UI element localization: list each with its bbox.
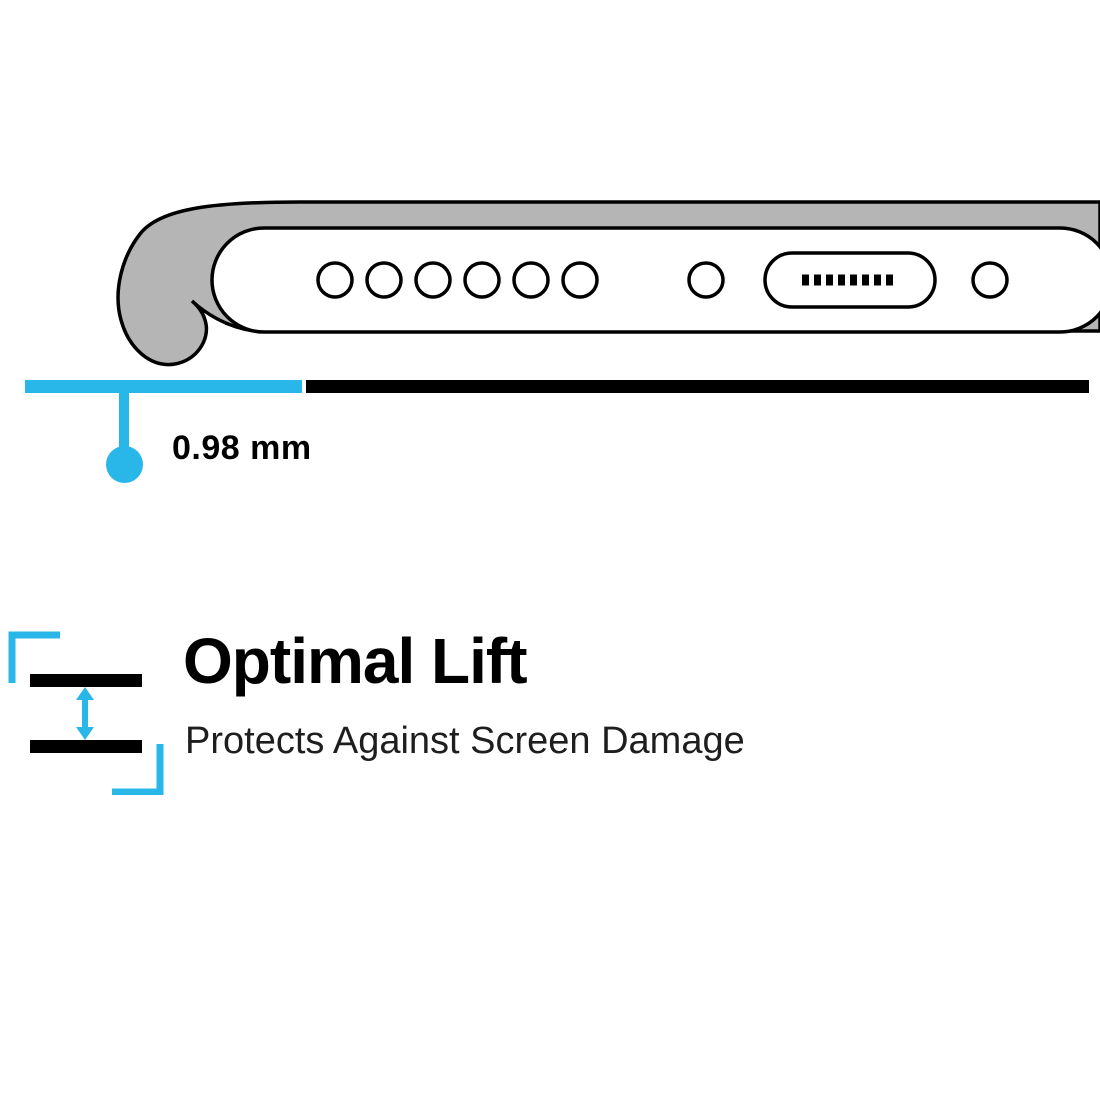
charging-port-icon (763, 251, 937, 309)
bracket-bottom-right-icon (112, 744, 164, 795)
double-arrow-icon (76, 687, 94, 740)
screw-hole-left-icon (687, 261, 725, 299)
phone-bottom-illustration (116, 200, 1100, 367)
screen-edge-bar (306, 380, 1089, 393)
measurement-pointer-line (119, 391, 129, 449)
measurement-label: 0.98 mm (172, 429, 312, 467)
case-lip-measure-bar (25, 380, 302, 393)
speaker-holes-icon (316, 261, 599, 299)
lift-gap-icon (8, 631, 164, 795)
measurement-pointer-dot (106, 446, 143, 483)
screw-hole-right-icon (971, 261, 1009, 299)
bracket-top-left-icon (8, 631, 60, 683)
feature-title: Optimal Lift (183, 625, 528, 697)
feature-subtitle: Protects Against Screen Damage (185, 720, 745, 762)
upper-surface-bar (30, 674, 142, 687)
lower-surface-bar (30, 740, 142, 753)
